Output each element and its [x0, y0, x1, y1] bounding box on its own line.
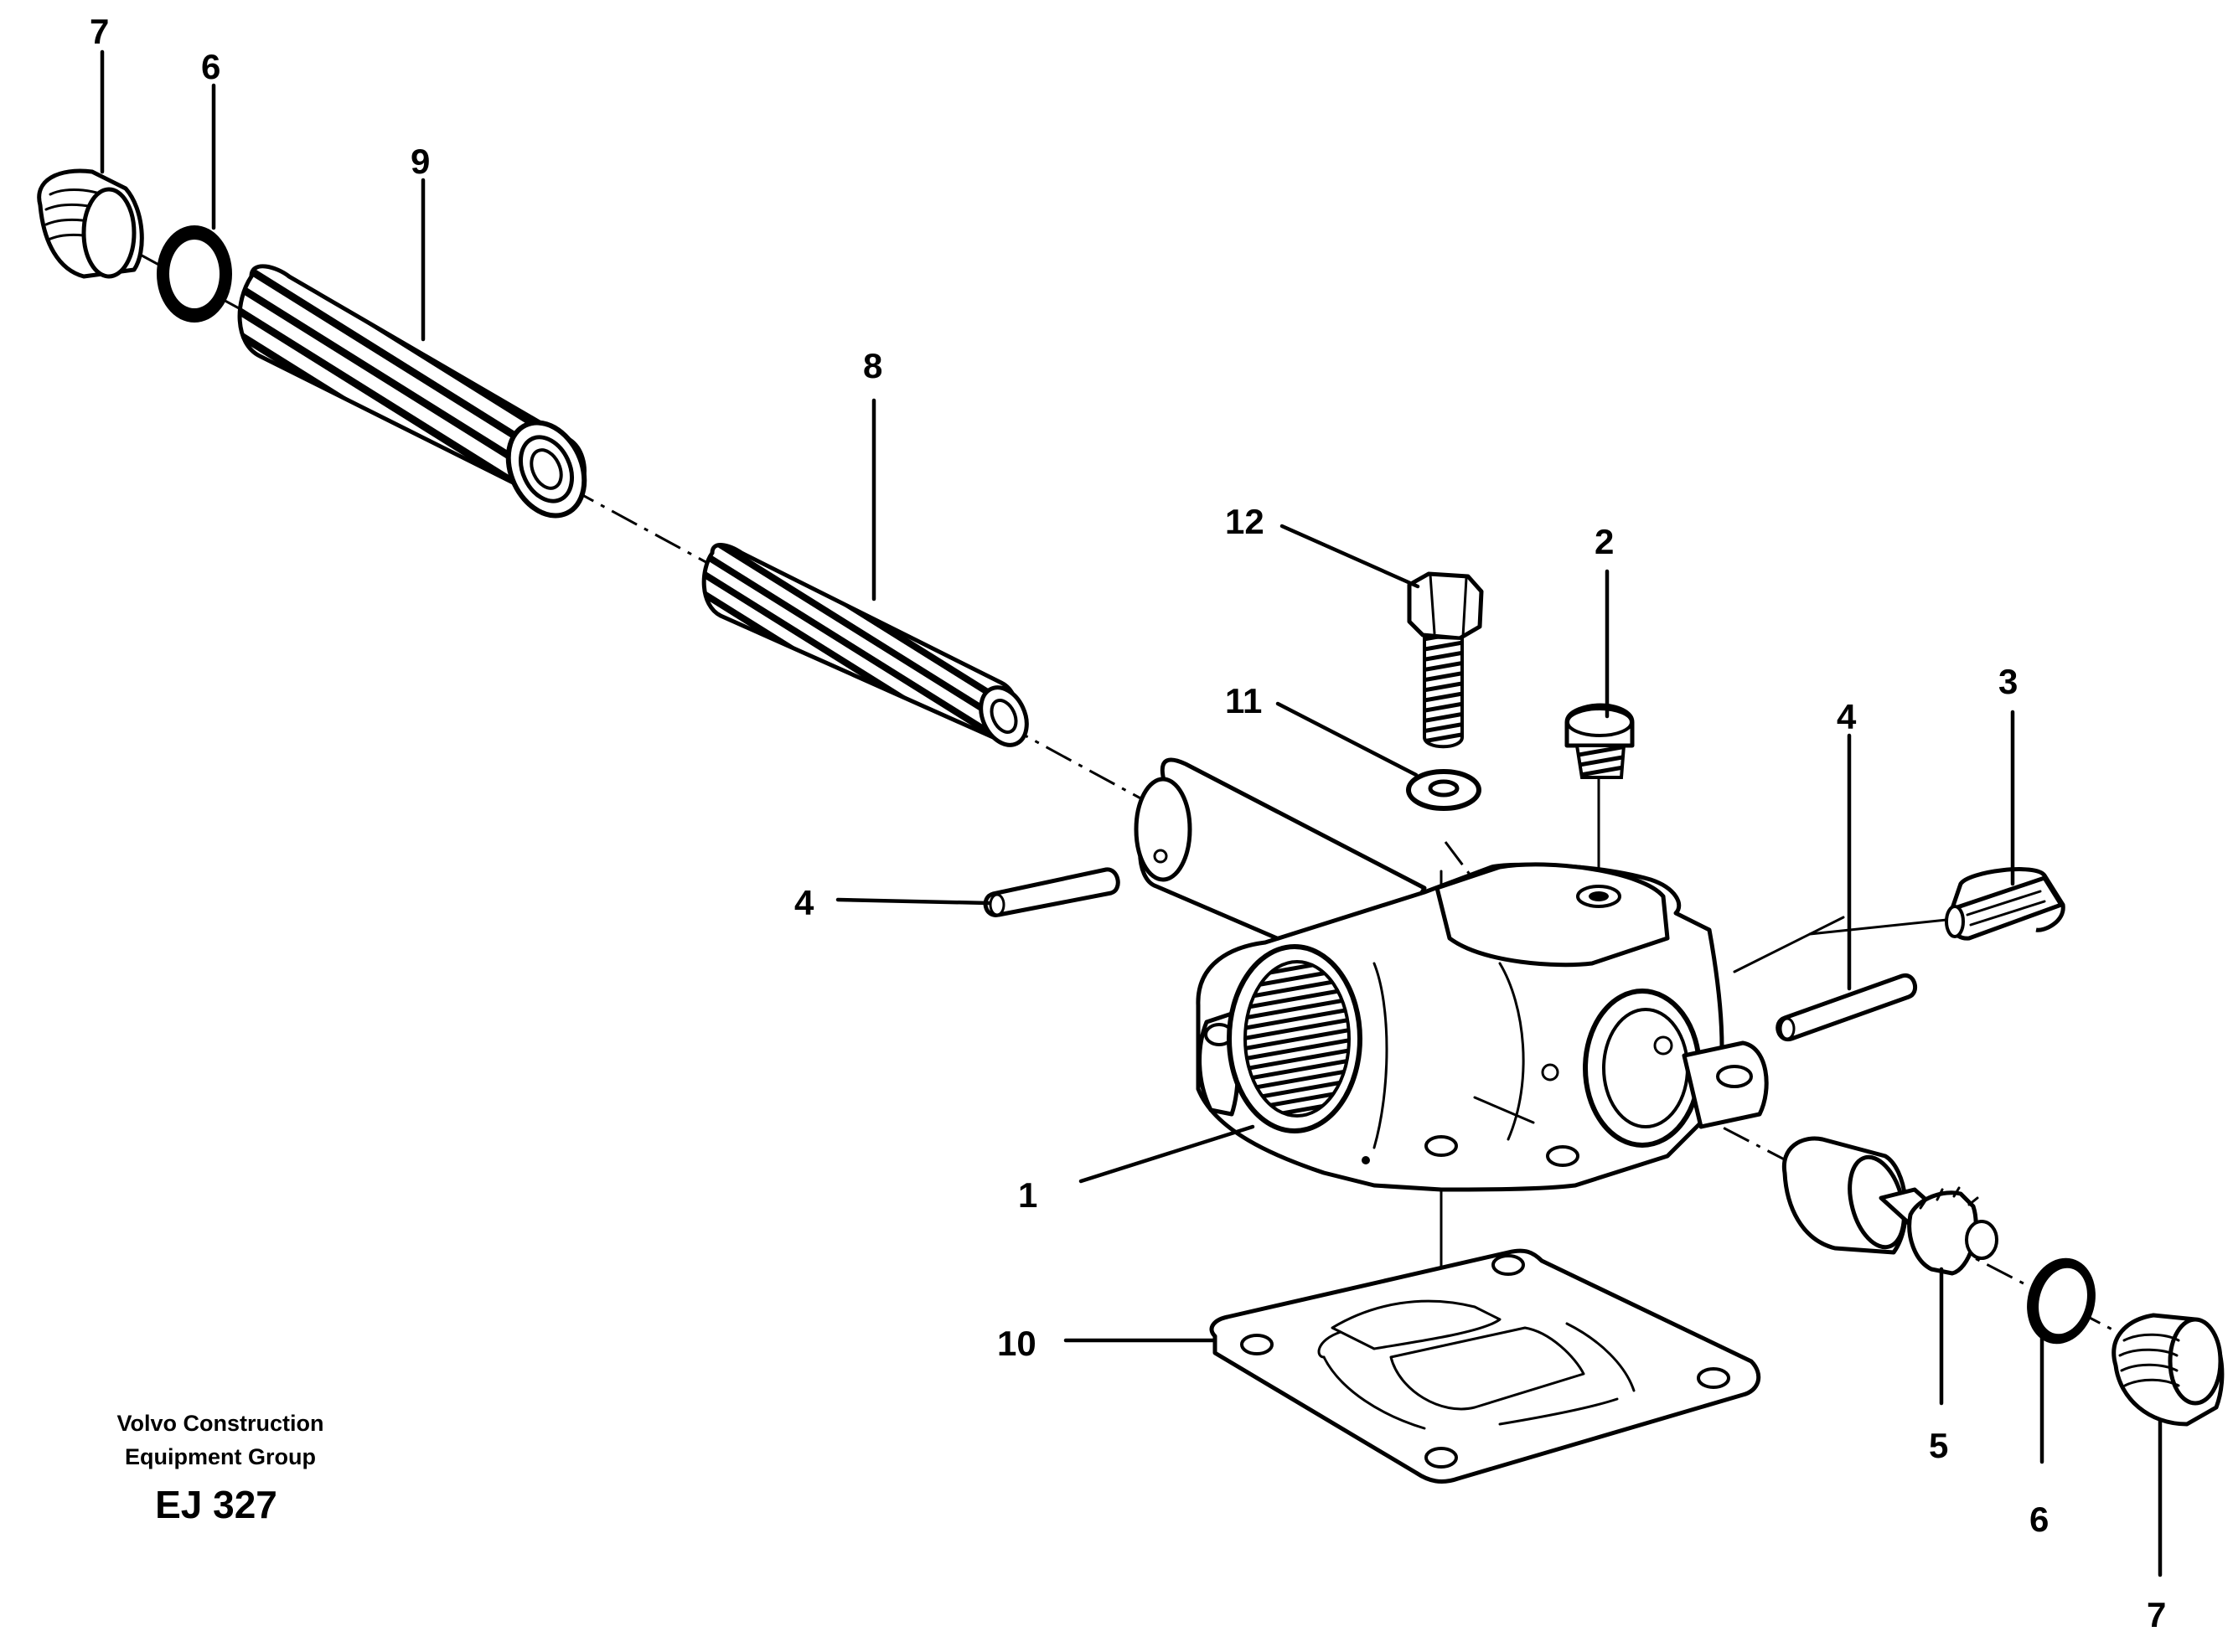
callout-6-bottom: 6	[2029, 1500, 2049, 1539]
callout-12: 12	[1225, 502, 1264, 541]
poppet-part-5	[1781, 1136, 1998, 1276]
plug-part-7-bottom	[2112, 1313, 2225, 1427]
callout-2: 2	[1595, 522, 1614, 561]
plug-part-7-top	[37, 168, 144, 279]
credit-line-2: Equipment Group	[125, 1444, 316, 1469]
leader-lines	[100, 49, 2163, 1577]
credit-block: Volvo Construction Equipment Group EJ 32…	[117, 1411, 324, 1526]
callout-7-bottom: 7	[2147, 1595, 2166, 1634]
plug-part-2	[1564, 703, 1635, 779]
callout-10: 10	[997, 1324, 1036, 1363]
washer-part-11	[1406, 769, 1481, 811]
pin-part-4-left	[983, 867, 1120, 917]
fitting-part-3	[1945, 867, 2065, 941]
bolt-part-12	[1407, 571, 1484, 749]
callout-9: 9	[411, 142, 430, 181]
callout-5: 5	[1929, 1426, 1948, 1465]
seal-ring-part-6-top	[157, 225, 232, 323]
callout-labels: 7 6 9 8 12 2 3 4 11 4 1 10 5 6 7	[90, 12, 2166, 1634]
spring-part-8	[701, 543, 1029, 747]
callout-3: 3	[1998, 662, 2018, 701]
callout-11: 11	[1225, 681, 1262, 720]
credit-line-1: Volvo Construction	[117, 1411, 324, 1436]
valve-body-part-1	[1134, 757, 1769, 1192]
seal-ring-part-6-bottom	[2027, 1257, 2096, 1345]
callout-4-right: 4	[1837, 697, 1857, 736]
pin-part-4-right	[1776, 973, 1918, 1042]
callout-7-top: 7	[90, 12, 109, 51]
callout-4-left: 4	[794, 883, 814, 922]
drawing-code: EJ 327	[155, 1483, 277, 1526]
callout-1: 1	[1018, 1175, 1037, 1215]
spring-part-9	[237, 264, 587, 519]
callout-8: 8	[863, 346, 882, 385]
gasket-part-10	[1209, 1248, 1761, 1484]
callout-6-top: 6	[201, 47, 220, 86]
